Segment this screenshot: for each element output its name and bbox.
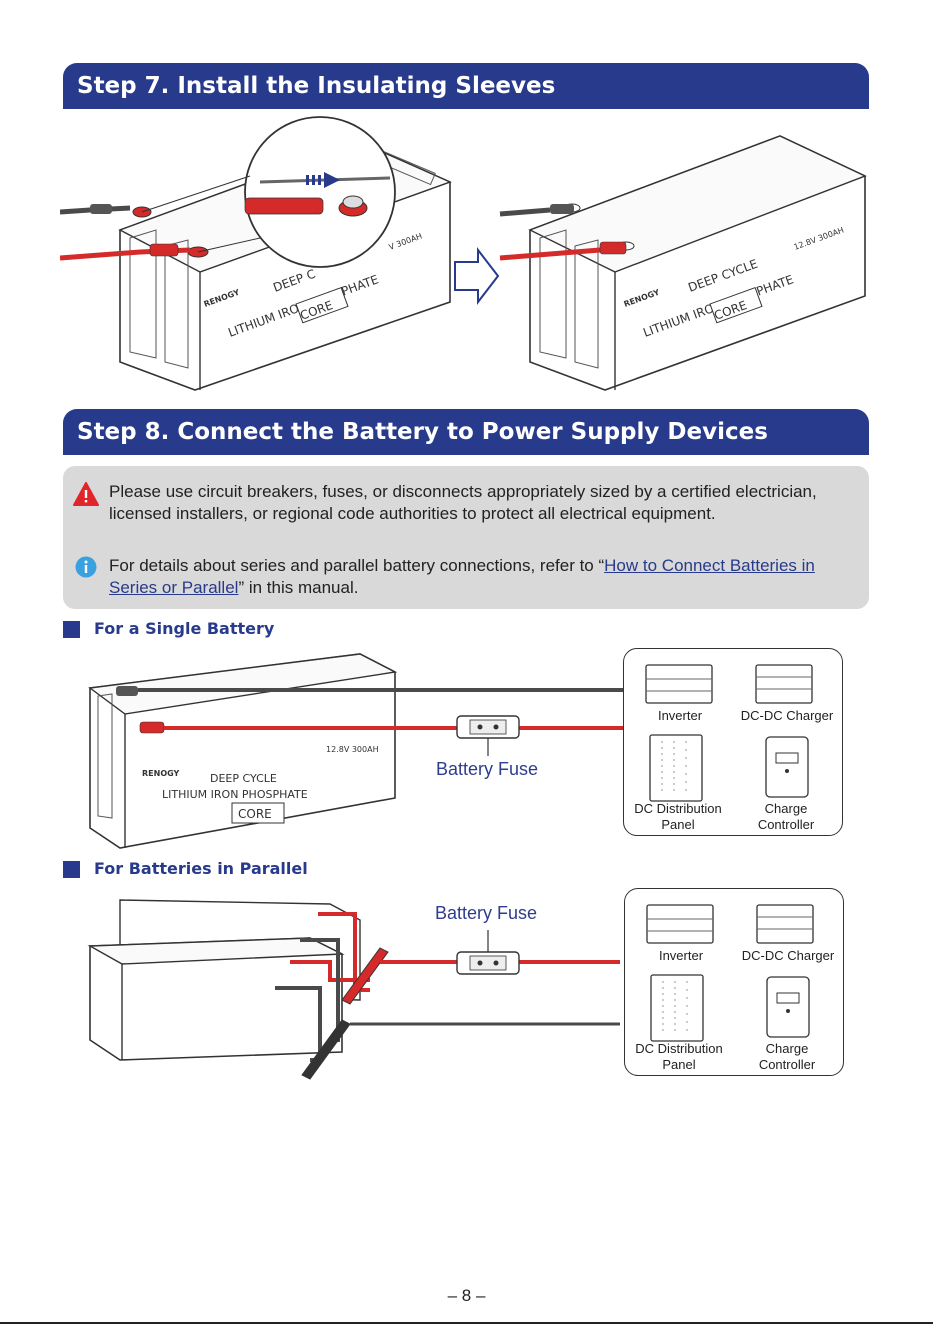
charge-controller-icon (766, 976, 810, 1038)
info-prefix: For details about series and parallel ba… (109, 556, 605, 575)
single-fuse-label: Battery Fuse (436, 759, 539, 779)
battery-right-illustration: RENOGY DEEP CYCLE LITHIUM IRON PHOSPHATE… (499, 135, 867, 391)
info-icon (75, 556, 97, 578)
info-suffix: ” in this manual. (238, 578, 359, 597)
manual-link[interactable]: How to Connect Batteries in Series or Pa… (109, 556, 815, 597)
battery-left-illustration: RENOGY DEEP C LITHIUM IRON PHOSPHATE COR… (60, 116, 452, 391)
single-title: For a Single Battery (94, 619, 275, 638)
step7-title: Step 7. Install the Insulating Sleeves (77, 73, 556, 99)
dc-distribution-icon (649, 734, 703, 802)
step7-header: Step 7. Install the Insulating Sleeves (63, 63, 869, 109)
single-chem-text: LITHIUM IRON PHOSPHATE (162, 788, 308, 801)
charge-controller-icon (765, 736, 809, 798)
warning-icon (73, 482, 99, 506)
dc-distribution-icon (650, 974, 704, 1042)
single-battery-diagram: RENOGY DEEP CYCLE LITHIUM IRON PHOSPHATE… (88, 653, 625, 849)
step7-illustration: RENOGY DEEP C LITHIUM IRON PHOSPHATE COR… (60, 116, 867, 391)
parallel-inverter-label: Inverter (658, 948, 704, 963)
bullet-square-icon (63, 621, 80, 638)
warning-text: Please use circuit breakers, fuses, or d… (109, 482, 817, 523)
inverter-icon (646, 904, 714, 944)
step8-header: Step 8. Connect the Battery to Power Sup… (63, 409, 869, 455)
info-text: For details about series and parallel ba… (109, 555, 829, 599)
dcdc-charger-icon (756, 904, 814, 944)
single-cycle-text: DEEP CYCLE (210, 772, 277, 785)
parallel-dcdc-label: DC-DC Charger (741, 948, 835, 963)
single-inverter-label: Inverter (657, 708, 703, 723)
single-dcdc-label: DC-DC Charger (740, 708, 834, 723)
dcdc-charger-icon (755, 664, 813, 704)
parallel-battery-diagram (87, 899, 620, 1080)
single-brand-text: RENOGY (142, 769, 180, 778)
arrow-right-icon (454, 247, 500, 305)
footer-rule (0, 1322, 933, 1324)
single-core-text: CORE (238, 807, 272, 821)
step8-title: Step 8. Connect the Battery to Power Sup… (77, 419, 768, 445)
single-spec-text: 12.8V 300AH (326, 745, 379, 754)
parallel-fuse-label: Battery Fuse (435, 903, 538, 923)
note-box: Please use circuit breakers, fuses, or d… (63, 466, 869, 609)
parallel-title: For Batteries in Parallel (94, 859, 308, 878)
page-number: – 8 – (447, 1286, 486, 1305)
bullet-square-icon (63, 861, 80, 878)
inverter-icon (645, 664, 713, 704)
